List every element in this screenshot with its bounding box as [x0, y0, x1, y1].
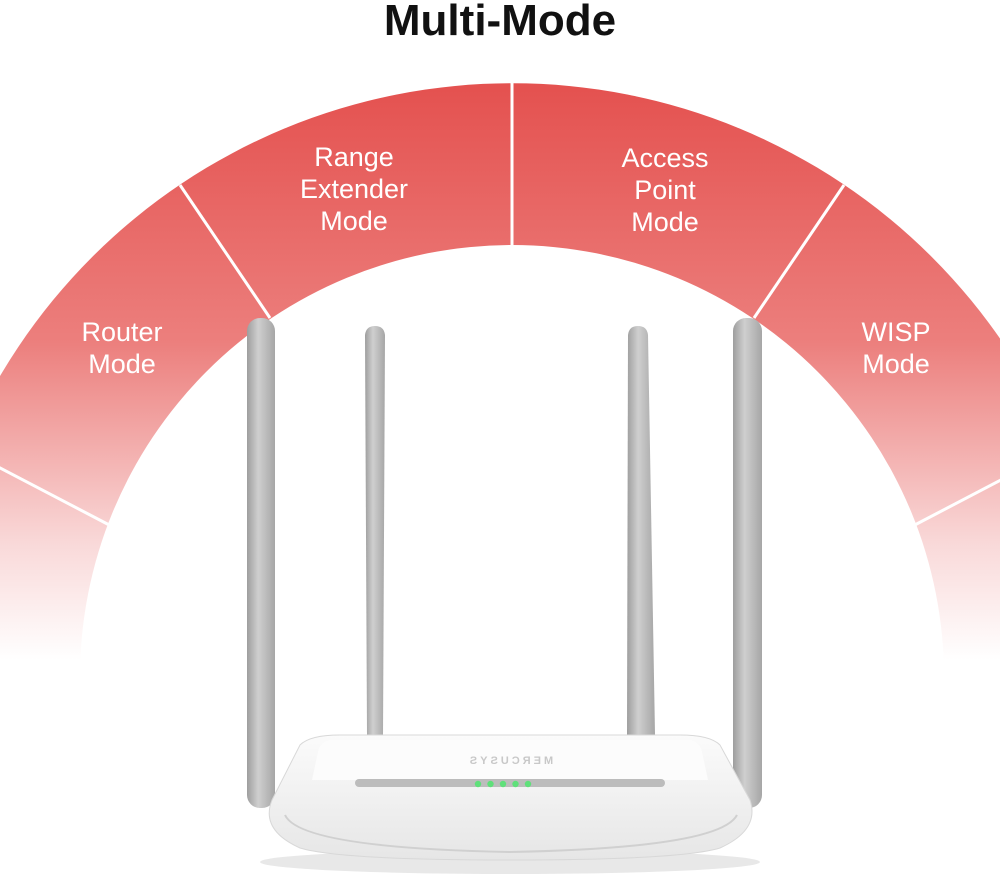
antenna-outer-right	[733, 318, 762, 808]
led-indicator	[524, 780, 532, 788]
page-title: Multi-Mode	[383, 0, 617, 45]
antenna-outer-left	[247, 318, 275, 808]
led-indicator	[499, 780, 507, 788]
router-top	[312, 740, 708, 780]
led-indicator	[474, 780, 482, 788]
router-logo: MERCUSYS	[467, 755, 553, 767]
router: MERCUSYS	[247, 318, 762, 874]
antenna-inner-right	[627, 326, 655, 735]
router-base	[284, 814, 738, 854]
divider	[908, 478, 1000, 530]
divider	[752, 184, 846, 319]
arc-dividers	[0, 83, 1000, 530]
divider	[0, 466, 116, 530]
led-indicators	[474, 780, 532, 788]
led-indicator	[487, 780, 494, 788]
led-bar	[355, 779, 665, 787]
mode-arc	[0, 83, 1000, 677]
antenna-inner-left	[365, 326, 385, 735]
divider	[178, 184, 272, 319]
led-indicator	[512, 780, 519, 788]
